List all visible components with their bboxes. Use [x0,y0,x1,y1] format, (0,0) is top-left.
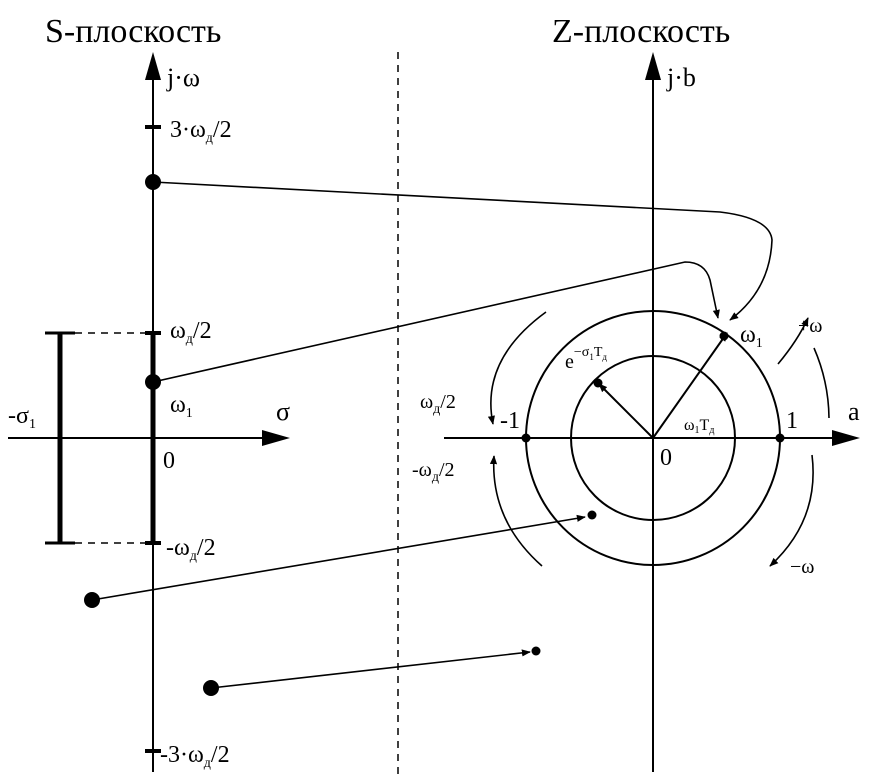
s-axis-x-label: σ [276,397,290,426]
s-label-wd2: ωд/2 [170,318,212,347]
z-arc-left-top [487,311,547,425]
map-w1-to-w1 [152,261,720,383]
z-label-one: 1 [786,408,798,434]
s-label-neg-wd2: -ωд/2 [166,535,216,564]
z-plus-omega-label: +ω [798,315,822,337]
z-axis-vertical-arrowhead [645,52,661,80]
z-axis-y-label: j·b [666,63,696,92]
z-point-mapped-bottom [531,646,541,656]
map-lower-left [91,514,586,601]
z-point-minus-one [521,433,531,443]
s-axis-horizontal-arrowhead [262,430,290,446]
z-point-inner [593,378,603,388]
z-plane-title: Z-плоскость [552,13,730,50]
z-arc-left-bottom [489,455,543,567]
z-axis-x-label: a [848,397,860,426]
s-axis-y-label: j·ω [166,63,200,92]
z-label-minus-one: -1 [500,408,520,434]
z-arc-plus-omega-lower [813,347,830,419]
map-bottom [210,649,531,689]
z-left-bottom-label: -ωд/2 [412,459,455,485]
z-w1T-label: ω1Tд [684,417,714,436]
z-minus-omega-label: −ω [790,556,814,578]
s-plane-title: S-плоскость [45,13,221,50]
z-arc-plus-omega [777,317,809,365]
z-origin-label: 0 [660,445,672,471]
s-label-3wd2: 3·ωд/2 [170,117,232,146]
s-label-neg-3wd2: -3·ωд/2 [160,742,230,771]
s-sigma1-label: -σ1 [8,403,36,432]
map-high-to-w1 [152,181,773,321]
z-axis-horizontal-arrowhead [832,430,860,446]
z-exp-label: e−σ1Tд [565,345,607,373]
z-point-w1 [719,331,729,341]
z-inner-circle [570,355,736,521]
z-vector-inner [598,383,654,439]
z-point-mapped-lower [587,510,597,520]
s-origin-label: 0 [163,448,175,474]
s-axis-vertical-arrowhead [145,52,161,80]
z-left-top-label: ωд/2 [420,391,456,417]
z-arc-minus-omega [769,454,814,567]
z-w1-label: ω1 [740,322,763,351]
z-vector-unit [652,332,728,439]
s-w1-label: ω1 [170,392,193,421]
z-point-one [775,433,785,443]
